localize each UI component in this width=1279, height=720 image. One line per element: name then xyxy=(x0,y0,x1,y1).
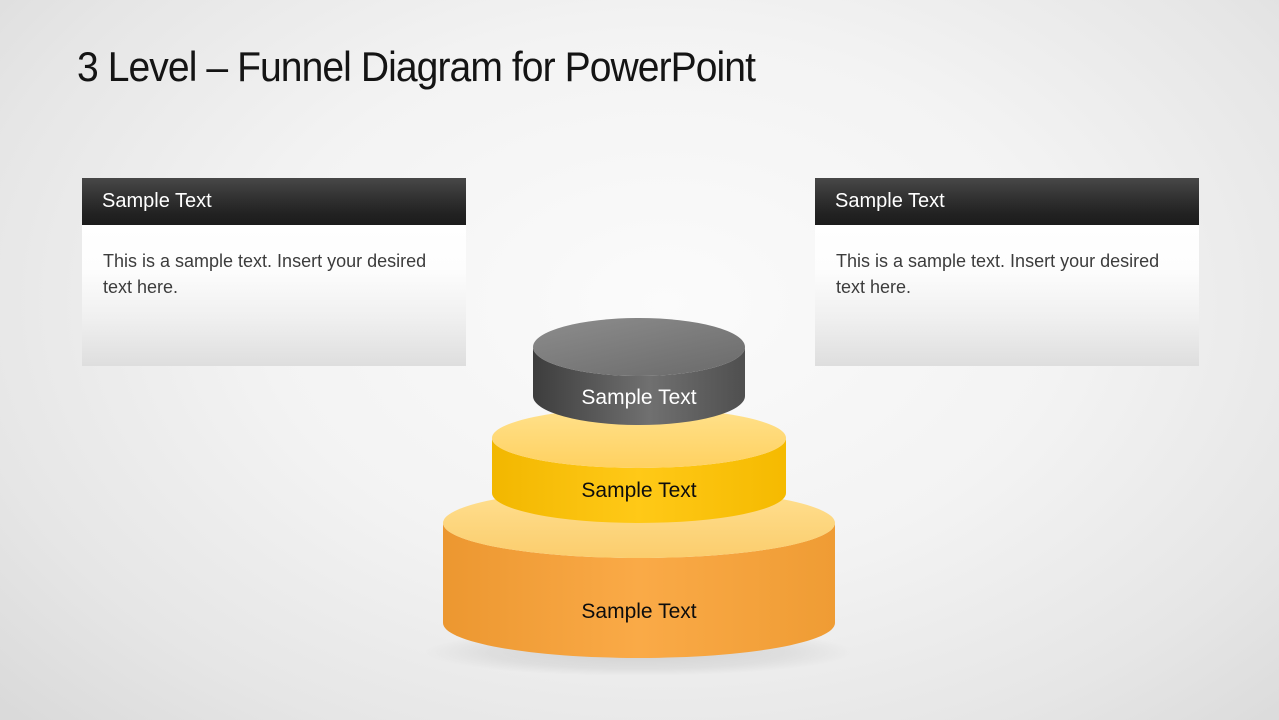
funnel-tier-middle xyxy=(492,408,786,523)
funnel-tier-middle-top xyxy=(492,408,786,468)
right-callout-divider xyxy=(815,225,1199,227)
right-callout-header-label: Sample Text xyxy=(835,190,945,212)
funnel-tier-middle-side xyxy=(492,438,786,523)
funnel-tier-bottom-side xyxy=(443,523,835,658)
funnel-tier-middle-label: Sample Text xyxy=(581,479,696,502)
right-callout-body: This is a sample text. Insert your desir… xyxy=(815,227,1199,366)
left-callout-header-label: Sample Text xyxy=(102,190,212,212)
right-callout-box: Sample Text This is a sample text. Inser… xyxy=(815,178,1199,366)
left-callout-body: This is a sample text. Insert your desir… xyxy=(82,227,466,366)
funnel-tier-top-side xyxy=(533,347,745,425)
funnel-tier-top xyxy=(533,318,745,425)
funnel-tier-top-top xyxy=(533,318,745,376)
funnel-tier-top-label: Sample Text xyxy=(581,386,696,409)
left-callout-header: Sample Text xyxy=(82,178,466,225)
funnel-tier-bottom-label: Sample Text xyxy=(581,600,696,623)
left-callout-box: Sample Text This is a sample text. Inser… xyxy=(82,178,466,366)
right-callout-header: Sample Text xyxy=(815,178,1199,225)
slide-title: 3 Level – Funnel Diagram for PowerPoint xyxy=(77,43,756,90)
left-callout-divider xyxy=(82,225,466,227)
